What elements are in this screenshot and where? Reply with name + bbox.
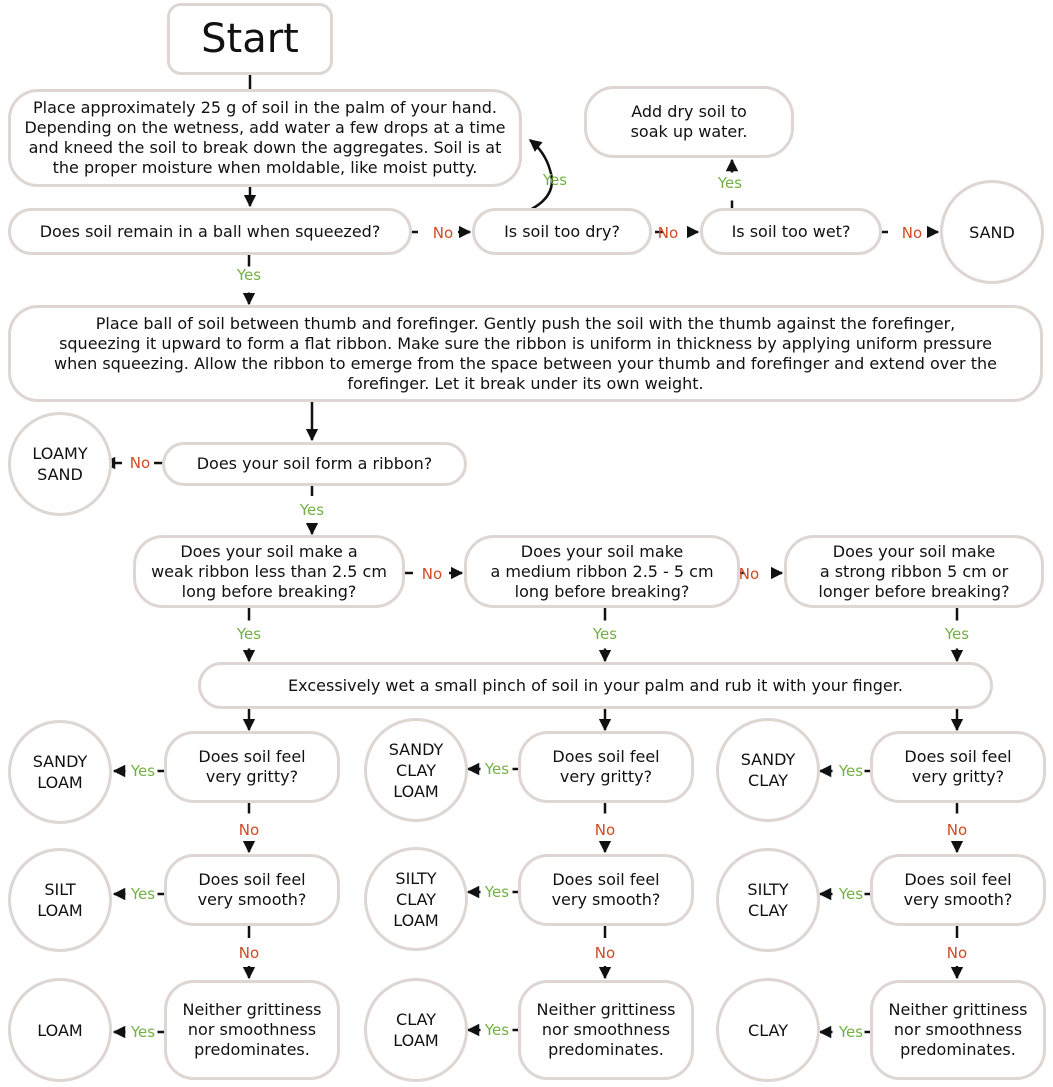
result-loam: LOAM	[8, 978, 112, 1082]
result-sandy-clay-loam: SANDY CLAY LOAM	[364, 718, 468, 822]
label-yes-gritty-medium: Yes	[484, 760, 510, 778]
start-node: Start	[167, 3, 333, 75]
question-too-wet: Is soil too wet?	[700, 208, 882, 255]
question-too-dry: Is soil too dry?	[472, 208, 652, 255]
label-no-weak: No	[421, 565, 443, 583]
question-gritty-weak: Does soil feel very gritty?	[164, 731, 340, 803]
label-no-ribbon: No	[129, 454, 151, 472]
wet-pinch-step: Excessively wet a small pinch of soil in…	[198, 662, 993, 709]
question-neither-strong: Neither grittiness nor smoothness predom…	[870, 980, 1046, 1080]
result-silt-loam: SILT LOAM	[8, 848, 112, 952]
label-no-gritty-weak: No	[238, 821, 260, 839]
label-yes-smooth-weak: Yes	[130, 885, 156, 903]
question-smooth-strong: Does soil feel very smooth?	[870, 854, 1046, 926]
question-weak-ribbon: Does your soil make a weak ribbon less t…	[133, 535, 405, 608]
result-sandy-clay: SANDY CLAY	[716, 718, 820, 822]
question-form-ribbon: Does your soil form a ribbon?	[162, 442, 467, 486]
label-yes-weak: Yes	[236, 625, 262, 643]
label-no-smooth-weak: No	[238, 944, 260, 962]
question-smooth-medium: Does soil feel very smooth?	[518, 854, 694, 926]
question-medium-ribbon: Does your soil make a medium ribbon 2.5 …	[464, 535, 740, 608]
label-yes-neither-weak: Yes	[130, 1023, 156, 1041]
label-yes-gritty-weak: Yes	[130, 762, 156, 780]
label-no-medium: No	[738, 565, 760, 583]
question-ball: Does soil remain in a ball when squeezed…	[8, 208, 412, 255]
question-neither-medium: Neither grittiness nor smoothness predom…	[518, 980, 694, 1080]
label-yes-medium: Yes	[592, 625, 618, 643]
label-no-smooth-medium: No	[594, 944, 616, 962]
result-loamy-sand: LOAMY SAND	[8, 412, 112, 516]
label-yes-ribbon: Yes	[299, 501, 325, 519]
label-yes-neither-strong: Yes	[838, 1023, 864, 1041]
connector-curve-retry	[517, 139, 554, 217]
label-yes-smooth-strong: Yes	[838, 885, 864, 903]
label-yes-strong: Yes	[944, 625, 970, 643]
question-gritty-medium: Does soil feel very gritty?	[518, 731, 694, 803]
result-silty-clay-loam: SILTY CLAY LOAM	[364, 847, 468, 951]
question-neither-weak: Neither grittiness nor smoothness predom…	[164, 980, 340, 1080]
question-gritty-strong: Does soil feel very gritty?	[870, 731, 1046, 803]
moisten-soil-step: Place approximately 25 g of soil in the …	[8, 89, 522, 187]
question-strong-ribbon: Does your soil make a strong ribbon 5 cm…	[784, 535, 1044, 608]
add-dry-soil-step: Add dry soil to soak up water.	[584, 86, 794, 158]
label-no-smooth-strong: No	[946, 944, 968, 962]
label-yes-ball: Yes	[236, 266, 262, 284]
label-yes-gritty-strong: Yes	[838, 762, 864, 780]
label-yes-neither-medium: Yes	[484, 1021, 510, 1039]
label-yes-wet: Yes	[717, 174, 743, 192]
label-no-gritty-strong: No	[946, 821, 968, 839]
label-no-ball: No	[432, 224, 454, 242]
result-sandy-loam: SANDY LOAM	[8, 720, 112, 824]
label-no-dry: No	[657, 224, 679, 242]
result-clay-loam: CLAY LOAM	[364, 978, 468, 1082]
result-silty-clay: SILTY CLAY	[716, 848, 820, 952]
result-sand: SAND	[940, 180, 1044, 284]
label-yes-smooth-medium: Yes	[484, 883, 510, 901]
label-no-wet: No	[901, 224, 923, 242]
question-smooth-weak: Does soil feel very smooth?	[164, 854, 340, 926]
label-yes-dry: Yes	[542, 171, 568, 189]
result-clay: CLAY	[716, 978, 820, 1082]
ribbon-step: Place ball of soil between thumb and for…	[8, 305, 1043, 402]
label-no-gritty-medium: No	[594, 821, 616, 839]
